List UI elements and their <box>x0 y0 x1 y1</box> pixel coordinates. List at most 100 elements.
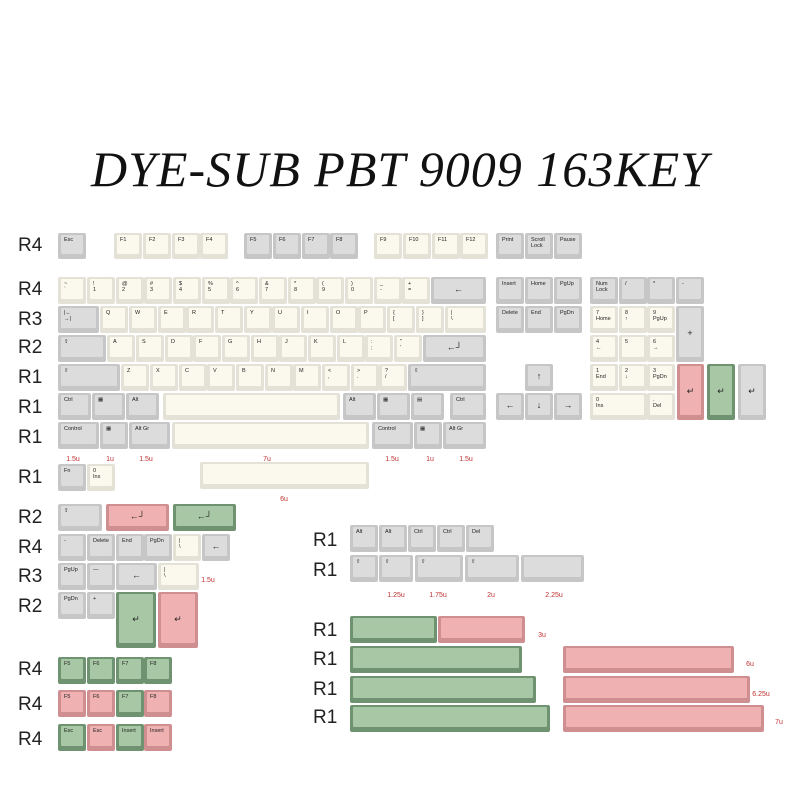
keycap[interactable]: - <box>58 534 86 561</box>
keycap[interactable]: C <box>179 364 207 391</box>
keycap[interactable]: F5 <box>244 233 272 259</box>
keycap[interactable]: ^ 6 <box>230 277 258 304</box>
keycap[interactable]: F1 <box>114 233 142 259</box>
keycap[interactable]: ( 9 <box>316 277 344 304</box>
keycap[interactable]: Fn <box>58 464 86 491</box>
keycap[interactable]: ▤ <box>411 393 444 420</box>
keycap[interactable]: A <box>107 335 135 362</box>
keycap[interactable] <box>521 555 584 582</box>
keycap[interactable]: F11 <box>432 233 460 259</box>
keycap[interactable]: F5 <box>58 690 86 717</box>
keycap[interactable]: S <box>136 335 164 362</box>
keycap[interactable]: ) 0 <box>345 277 373 304</box>
keycap[interactable]: PgDn <box>554 306 582 333</box>
keycap[interactable]: % 5 <box>202 277 230 304</box>
keycap[interactable]: + = <box>402 277 430 304</box>
keycap[interactable] <box>350 616 437 643</box>
keycap[interactable]: ▦ <box>100 422 128 449</box>
keycap[interactable]: ? / <box>379 364 407 391</box>
keycap[interactable]: F6 <box>273 233 301 259</box>
keycap[interactable]: 0 Ins <box>590 393 647 420</box>
keycap[interactable]: ▦ <box>377 393 410 420</box>
keycap[interactable]: F2 <box>143 233 171 259</box>
keycap[interactable]: ! 1 <box>87 277 115 304</box>
keycap[interactable]: R <box>186 306 214 333</box>
keycap[interactable]: Ctrl <box>58 393 91 420</box>
keycap[interactable]: — <box>87 563 115 590</box>
keycap[interactable]: X <box>150 364 178 391</box>
keycap[interactable]: F7 <box>116 657 144 684</box>
keycap[interactable] <box>563 676 750 703</box>
keycap[interactable]: ~ ` <box>58 277 86 304</box>
keycap[interactable]: Ctrl <box>450 393 486 420</box>
keycap[interactable]: G <box>222 335 250 362</box>
keycap[interactable]: Z <box>121 364 149 391</box>
keycap[interactable]: Home <box>525 277 553 304</box>
keycap[interactable]: E <box>158 306 186 333</box>
keycap[interactable]: { [ <box>387 306 415 333</box>
keycap[interactable]: Alt Gr <box>443 422 486 449</box>
keycap[interactable]: _ - <box>374 277 402 304</box>
keycap[interactable]: ▦ <box>414 422 442 449</box>
keycap[interactable]: ⇧ <box>408 364 486 391</box>
keycap[interactable]: 4 ← <box>590 335 618 362</box>
keycap[interactable]: 0 Ins <box>87 464 115 491</box>
keycap[interactable]: F3 <box>172 233 200 259</box>
keycap[interactable]: Alt <box>350 525 378 552</box>
keycap[interactable]: |← →| <box>58 306 99 333</box>
keycap[interactable] <box>563 646 734 673</box>
keycap[interactable]: ↵ <box>116 592 156 648</box>
keycap[interactable]: Delete <box>87 534 115 561</box>
keycap[interactable]: W <box>129 306 157 333</box>
keycap[interactable]: M <box>293 364 321 391</box>
keycap[interactable]: ← <box>116 563 157 590</box>
keycap[interactable]: Insert <box>496 277 524 304</box>
keycap[interactable]: Control <box>58 422 99 449</box>
keycap[interactable]: 9 PgUp <box>647 306 675 333</box>
keycap[interactable]: F5 <box>58 657 86 684</box>
keycap[interactable]: 7 Home <box>590 306 618 333</box>
keycap[interactable]: Alt <box>379 525 407 552</box>
keycap[interactable]: * <box>647 277 675 304</box>
keycap[interactable] <box>350 676 536 703</box>
keycap[interactable]: T <box>215 306 243 333</box>
keycap[interactable]: Ctrl <box>408 525 436 552</box>
keycap[interactable] <box>350 646 522 673</box>
keycap[interactable]: PgUp <box>58 563 86 590</box>
keycap[interactable]: 1 End <box>590 364 618 391</box>
keycap[interactable]: < , <box>322 364 350 391</box>
keycap[interactable]: F8 <box>144 657 172 684</box>
keycap[interactable]: F7 <box>302 233 330 259</box>
keycap[interactable]: Delete <box>496 306 524 333</box>
keycap[interactable]: $ 4 <box>173 277 201 304</box>
keycap[interactable]: Alt Gr <box>129 422 170 449</box>
keycap[interactable]: 5 <box>619 335 647 362</box>
keycap[interactable]: D <box>165 335 193 362</box>
keycap[interactable]: 3 PgDn <box>647 364 675 391</box>
keycap[interactable] <box>172 422 369 449</box>
keycap[interactable]: ↵ <box>158 592 198 648</box>
keycap[interactable]: O <box>330 306 358 333</box>
keycap[interactable]: F6 <box>87 657 115 684</box>
keycap[interactable]: → <box>554 393 582 420</box>
keycap[interactable]: Num Lock <box>590 277 618 304</box>
keycap[interactable]: ← <box>496 393 524 420</box>
keycap[interactable]: " ' <box>394 335 422 362</box>
keycap[interactable]: * 8 <box>288 277 316 304</box>
keycap[interactable]: # 3 <box>144 277 172 304</box>
keycap[interactable]: ↵ <box>677 364 704 420</box>
keycap[interactable]: / <box>619 277 647 304</box>
keycap[interactable]: B <box>236 364 264 391</box>
keycap[interactable]: @ 2 <box>116 277 144 304</box>
keycap[interactable]: F10 <box>403 233 431 259</box>
keycap[interactable]: } ] <box>416 306 444 333</box>
keycap[interactable] <box>438 616 525 643</box>
keycap[interactable]: V <box>207 364 235 391</box>
keycap[interactable]: F <box>193 335 221 362</box>
keycap[interactable]: ⇧ <box>379 555 413 582</box>
keycap[interactable]: ↓ <box>525 393 553 420</box>
keycap[interactable]: ←┘ <box>173 504 236 531</box>
keycap[interactable]: > . <box>351 364 379 391</box>
keycap[interactable] <box>200 462 369 489</box>
keycap[interactable]: 8 ↑ <box>619 306 647 333</box>
